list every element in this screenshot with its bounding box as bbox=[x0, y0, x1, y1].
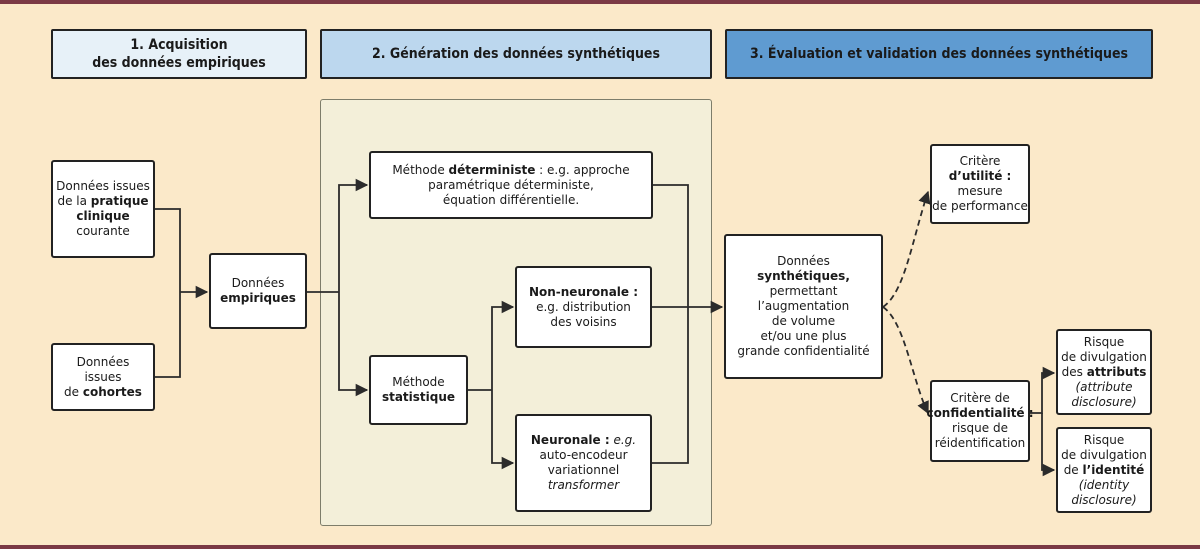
utility-l1: Critère bbox=[959, 154, 1001, 168]
confidentiality-l2: confidentialité : bbox=[926, 406, 1034, 420]
synthetic-l5: de volume bbox=[771, 314, 836, 328]
arrow-to-statistical bbox=[338, 292, 369, 397]
attribute-l4: (attribute bbox=[1075, 379, 1133, 394]
non-neural-l3: des voisins bbox=[550, 314, 617, 329]
synthetic-l1: Données bbox=[777, 254, 830, 268]
synthetic-l2: synthétiques, bbox=[757, 269, 850, 283]
box-clinical-practice: Données issues de la pratique clinique c… bbox=[51, 160, 155, 258]
box-empirical: Données empiriques bbox=[209, 253, 307, 329]
header-generation: 2. Génération des données synthétiques bbox=[320, 29, 712, 79]
confidentiality-l4: réidentification bbox=[934, 436, 1026, 450]
neural-l1: Neuronale : e.g. bbox=[531, 433, 636, 448]
box-cohorts: Données issues de cohortes bbox=[51, 343, 155, 411]
synthetic-l4: l’augmentation bbox=[757, 299, 850, 313]
neural-l3: variationnel bbox=[547, 463, 620, 477]
identity-l3b: l’identité bbox=[1082, 462, 1145, 477]
box-deterministic: Méthode déterministe : e.g. approche par… bbox=[369, 151, 653, 219]
clinical-l2: de la pratique bbox=[57, 194, 148, 209]
utility-l2: d’utilité : bbox=[948, 169, 1012, 183]
empirical-l1: Données bbox=[231, 276, 285, 290]
box-synthetic-data: Données synthétiques, permettant l’augme… bbox=[724, 234, 883, 379]
header-evaluation: 3. Évaluation et validation des données … bbox=[725, 29, 1153, 79]
cohorts-l1: Données bbox=[76, 354, 130, 369]
utility-l3: mesure bbox=[957, 184, 1003, 198]
neural-l1b: e.g. bbox=[609, 433, 637, 447]
arrow-to-deterministic bbox=[338, 178, 369, 292]
box-attribute-disclosure: Risque de divulgation des attributs (att… bbox=[1056, 329, 1152, 415]
empirical-l2: empiriques bbox=[220, 291, 296, 305]
neural-l2: auto-encodeur bbox=[539, 448, 628, 462]
identity-l3a: de bbox=[1063, 462, 1083, 477]
identity-l2: de divulgation bbox=[1061, 447, 1147, 462]
identity-l5: disclosure) bbox=[1071, 492, 1137, 507]
deterministic-l3: équation différentielle. bbox=[442, 192, 580, 207]
deterministic-l1: Méthode déterministe : e.g. approche bbox=[392, 163, 629, 178]
deterministic-l1a: Méthode bbox=[392, 162, 449, 177]
cohorts-l3: de cohortes bbox=[64, 385, 142, 400]
deterministic-l1b: déterministe bbox=[448, 162, 536, 177]
bottom-band bbox=[0, 545, 1200, 549]
synthetic-l6: et/ou une plus bbox=[760, 329, 847, 343]
box-utility-criterion: Critère d’utilité : mesure de performanc… bbox=[930, 144, 1030, 224]
non-neural-l1: Non-neuronale : bbox=[528, 284, 639, 299]
clinical-l2a: de la bbox=[57, 194, 91, 208]
attribute-l3b: attributs bbox=[1086, 364, 1147, 379]
attribute-l3a: des bbox=[1061, 364, 1087, 379]
statistical-l1: Méthode bbox=[392, 375, 445, 389]
neural-l1a: Neuronale : bbox=[530, 433, 610, 447]
dashed-arrow-to-utility bbox=[882, 190, 931, 308]
deterministic-l1c: : e.g. approche bbox=[535, 162, 630, 177]
top-band bbox=[0, 0, 1200, 4]
cohorts-l3a: de bbox=[64, 384, 83, 399]
header-acquisition: 1. Acquisition des données empiriques bbox=[51, 29, 307, 79]
non-neural-l2: e.g. distribution bbox=[536, 299, 631, 314]
attribute-l5: disclosure) bbox=[1071, 394, 1137, 409]
box-statistical: Méthode statistique bbox=[369, 355, 468, 425]
identity-l3: de l’identité bbox=[1064, 463, 1145, 478]
clinical-l2b: pratique bbox=[90, 194, 149, 208]
connector-to-identity bbox=[1041, 413, 1056, 477]
confidentiality-l1: Critère de bbox=[950, 391, 1010, 405]
arrow-to-neural bbox=[491, 390, 515, 470]
connector-neural-out bbox=[652, 307, 689, 464]
attribute-l2: de divulgation bbox=[1061, 349, 1147, 364]
cohorts-l2: issues bbox=[84, 369, 122, 384]
box-confidentiality-criterion: Critère de confidentialité : risque de r… bbox=[926, 380, 1034, 462]
connector-clinical bbox=[155, 208, 181, 292]
box-identity-disclosure: Risque de divulgation de l’identité (ide… bbox=[1056, 427, 1152, 513]
header-evaluation-title: 3. Évaluation et validation des données … bbox=[749, 46, 1129, 62]
neural-l4: transformer bbox=[547, 478, 620, 492]
header-acquisition-line1: 1. Acquisition bbox=[130, 37, 228, 53]
header-generation-title: 2. Génération des données synthétiques bbox=[372, 46, 660, 62]
identity-l4: (identity bbox=[1078, 477, 1130, 492]
attribute-l3: des attributs bbox=[1062, 365, 1147, 380]
cohorts-l3b: cohortes bbox=[82, 384, 142, 399]
identity-l1: Risque bbox=[1083, 432, 1125, 447]
arrow-to-non-neural bbox=[491, 300, 515, 390]
dashed-arrow-to-confidentiality bbox=[882, 306, 929, 415]
connector-to-attribute bbox=[1030, 366, 1056, 414]
clinical-l1: Données issues bbox=[56, 179, 150, 193]
utility-l4: de performance bbox=[932, 199, 1028, 213]
box-non-neural: Non-neuronale : e.g. distribution des vo… bbox=[515, 266, 652, 348]
clinical-l4: courante bbox=[76, 224, 130, 238]
box-neural: Neuronale : e.g. auto-encodeur variation… bbox=[515, 414, 652, 512]
connector-cohorts bbox=[155, 292, 181, 378]
confidentiality-l3: risque de bbox=[952, 421, 1008, 435]
connector-deterministic-out bbox=[653, 184, 689, 307]
statistical-l2: statistique bbox=[381, 390, 456, 404]
header-acquisition-line2: des données empiriques bbox=[92, 55, 266, 71]
attribute-l1: Risque bbox=[1083, 334, 1125, 349]
synthetic-l7: grande confidentialité bbox=[737, 344, 870, 358]
deterministic-l2: paramétrique déterministe, bbox=[428, 177, 594, 192]
clinical-l3: clinique bbox=[76, 209, 130, 223]
synthetic-l3: permettant bbox=[769, 284, 838, 298]
